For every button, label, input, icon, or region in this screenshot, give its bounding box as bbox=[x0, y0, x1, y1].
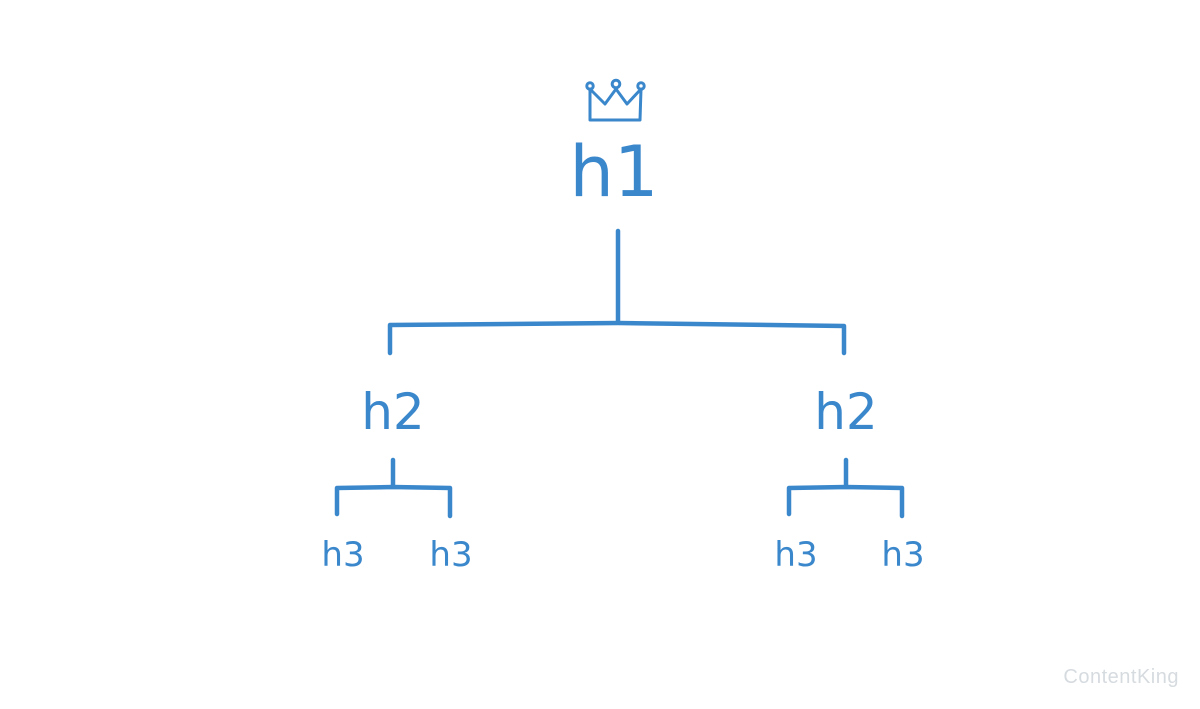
h3-label-left-2: h3 bbox=[429, 535, 472, 575]
connector-h1 bbox=[387, 228, 847, 356]
crown-icon bbox=[585, 78, 646, 122]
h3-label-right-2: h3 bbox=[881, 535, 924, 575]
contentking-watermark: ContentKing bbox=[1063, 666, 1179, 688]
h2-label-left: h2 bbox=[361, 383, 425, 441]
connector-h2-right bbox=[786, 457, 905, 519]
connector-h2-left bbox=[334, 457, 453, 519]
h2-label-right: h2 bbox=[814, 383, 878, 441]
h3-label-right-1: h3 bbox=[774, 535, 817, 575]
h3-label-left-1: h3 bbox=[321, 535, 364, 575]
h1-label: h1 bbox=[570, 131, 659, 213]
